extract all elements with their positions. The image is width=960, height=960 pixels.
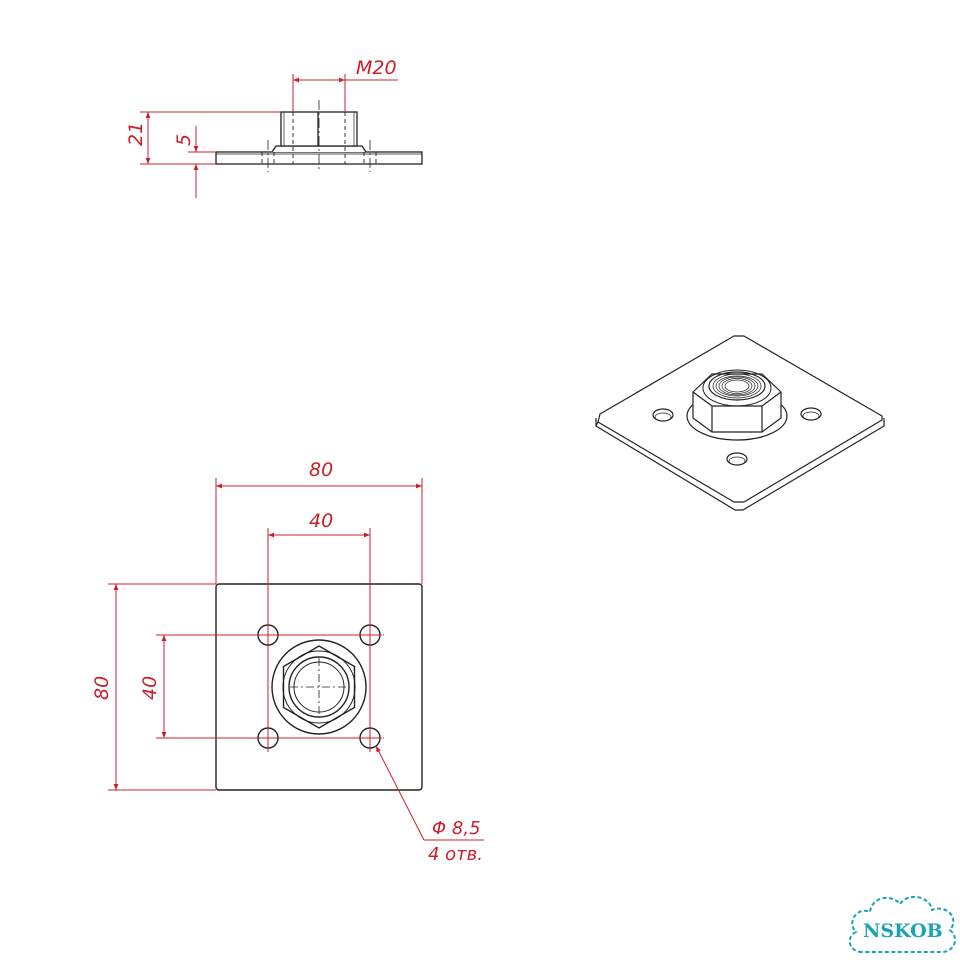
top-view-thread bbox=[288, 656, 350, 718]
dim-hole-diameter-label: Φ 8,5 bbox=[432, 818, 481, 839]
isometric-view bbox=[595, 335, 885, 511]
logo-text: NSKOB bbox=[863, 920, 943, 942]
top-view bbox=[215, 583, 423, 791]
side-view-dimensions bbox=[140, 74, 398, 198]
logo-cloud-shape bbox=[848, 895, 957, 953]
nskob-logo: NSKOB bbox=[848, 895, 957, 953]
dim-plate-height-label: 80 bbox=[91, 676, 113, 700]
dim-plate-thickness-label: 5 bbox=[173, 134, 195, 146]
dim-hole-spacing-y-label: 40 bbox=[139, 676, 161, 700]
isometric-nut bbox=[686, 369, 788, 441]
side-view bbox=[215, 100, 423, 172]
dim-plate-width-label: 80 bbox=[309, 459, 333, 481]
dim-total-height-label: 21 bbox=[125, 122, 147, 146]
top-view-dimensions bbox=[108, 478, 484, 841]
top-view-nut-hex bbox=[282, 645, 356, 729]
top-view-nut-flange bbox=[271, 639, 367, 735]
isometric-holes bbox=[652, 407, 822, 466]
dim-thread-label: M20 bbox=[356, 57, 397, 79]
dim-hole-count-label: 4 отв. bbox=[428, 844, 483, 865]
dim-hole-spacing-x-label: 40 bbox=[309, 510, 333, 532]
